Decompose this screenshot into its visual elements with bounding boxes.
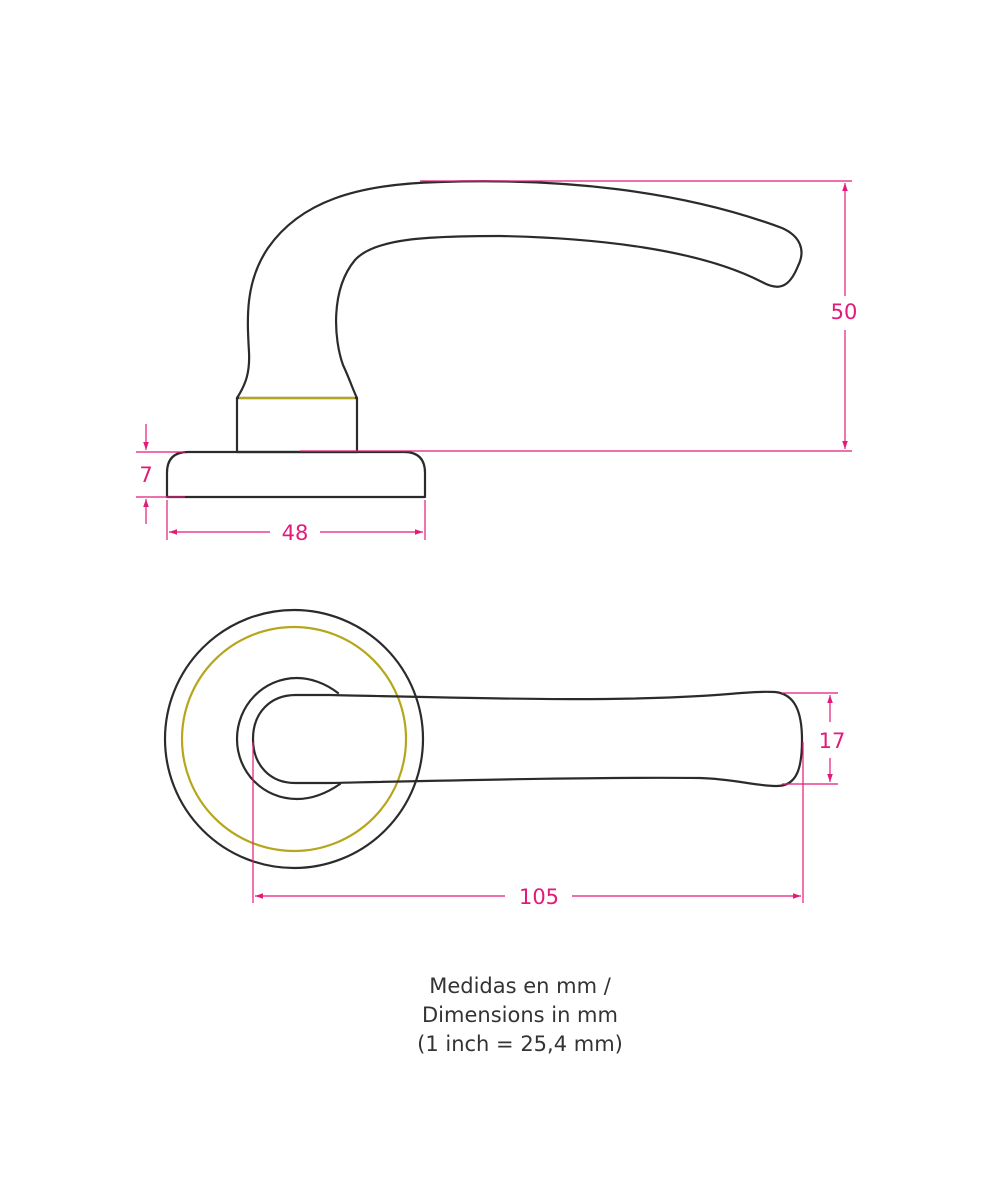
side-view: [165, 180, 803, 499]
top-rose-outer: [163, 608, 425, 870]
top-rose-gold-ring: [180, 625, 408, 853]
height-dimension: 50: [300, 180, 858, 452]
lever-width-dimension: 17: [782, 692, 846, 785]
rose-thickness-dimension: 7: [136, 424, 185, 524]
side-rose-plate: [165, 450, 427, 499]
side-lever-profile: [235, 180, 803, 400]
units-note-line-2: Dimensions in mm: [422, 1003, 618, 1027]
top-view: [163, 608, 804, 870]
units-note-line-1: Medidas en mm /: [429, 974, 611, 998]
lever-length-label: 105: [519, 885, 559, 909]
lever-width-label: 17: [819, 729, 846, 753]
rose-diameter-label: 48: [282, 521, 309, 545]
rose-diameter-dimension: 48: [166, 500, 426, 545]
top-neck-ring: [235, 676, 342, 801]
rose-thickness-label: 7: [139, 463, 152, 487]
height-dimension-label: 50: [831, 300, 858, 324]
side-neck-collar: [235, 396, 359, 454]
units-note-line-3: (1 inch = 25,4 mm): [417, 1032, 623, 1056]
lever-length-dimension: 105: [252, 742, 804, 909]
top-lever-outline: [251, 690, 804, 788]
units-note: Medidas en mm / Dimensions in mm (1 inch…: [0, 972, 1000, 1059]
